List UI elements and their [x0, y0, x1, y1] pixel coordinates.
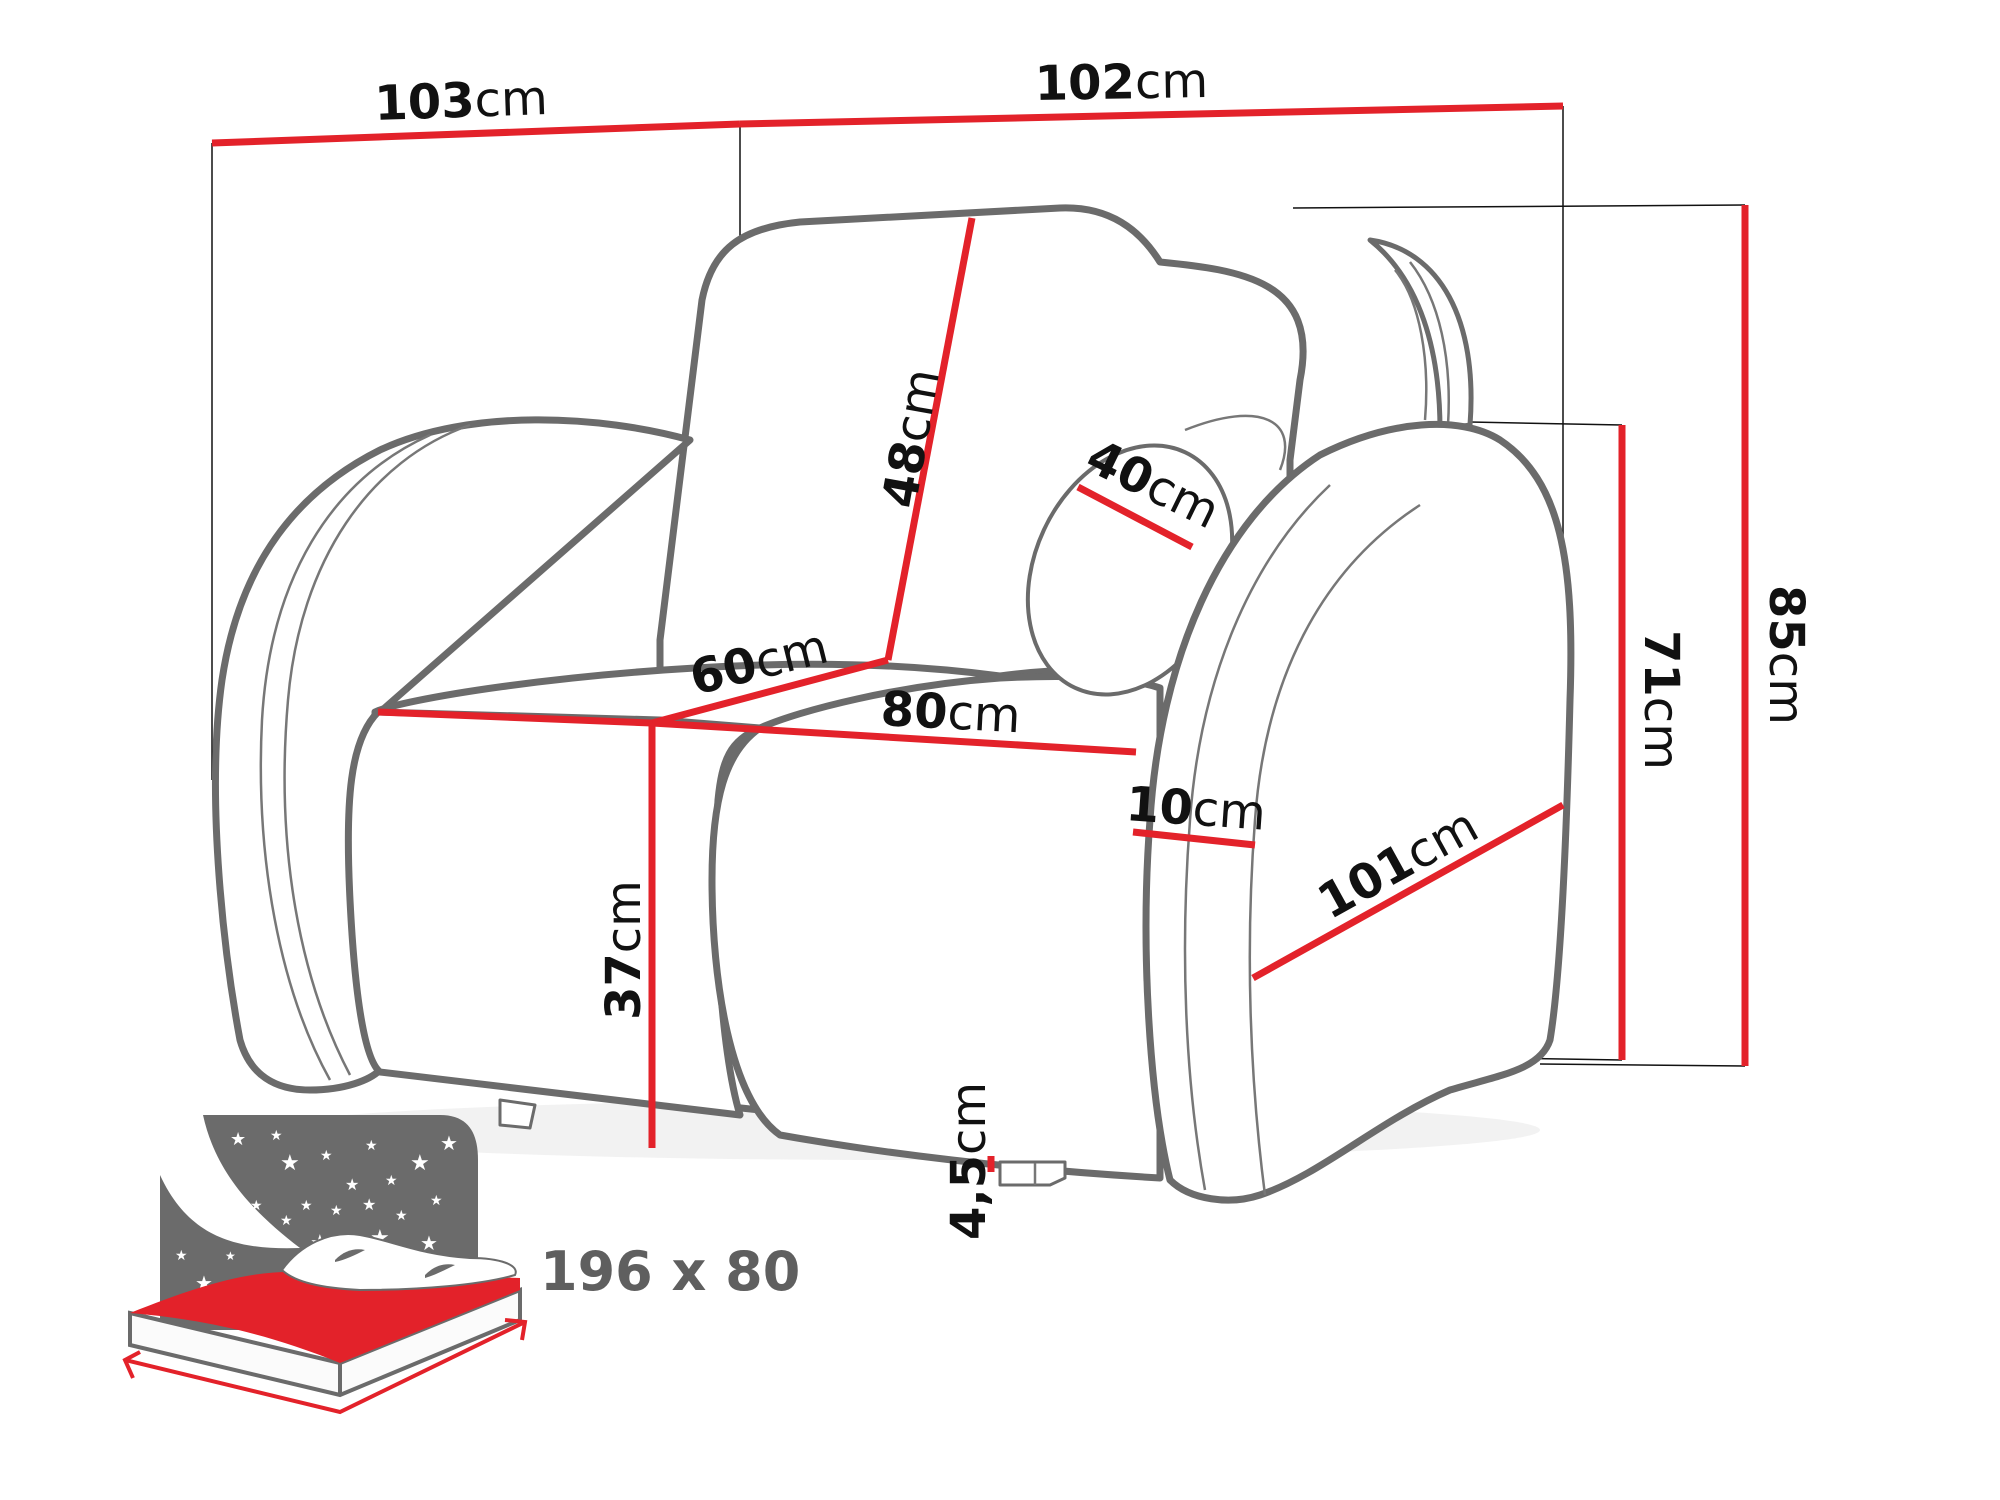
sleeping-area-label: 196 x 80	[540, 1240, 800, 1303]
svg-text:★: ★	[250, 1197, 263, 1213]
label-85: 85cm	[1758, 585, 1814, 725]
label-71: 71cm	[1633, 630, 1689, 770]
dim-line-80	[651, 719, 1137, 756]
dim-line-103	[211, 120, 741, 147]
svg-text:★: ★	[395, 1207, 408, 1223]
right-front-cushion	[708, 672, 1164, 1182]
leg-front	[998, 1160, 1067, 1187]
svg-text:★: ★	[420, 1233, 438, 1255]
bed-sheet	[130, 1271, 520, 1363]
star-icons: ★ ★ ★ ★ ★ ★ ★ ★ ★ ★ ★ ★ ★ ★ ★ ★ ★ ★ ★ ★ …	[175, 1127, 458, 1323]
svg-text:★: ★	[330, 1202, 343, 1218]
svg-text:★: ★	[270, 1127, 283, 1143]
svg-text:★: ★	[175, 1247, 188, 1263]
svg-text:★: ★	[440, 1133, 458, 1155]
svg-text:★: ★	[300, 1197, 313, 1213]
svg-text:★: ★	[280, 1212, 293, 1228]
armchair-drawing	[212, 204, 1575, 1204]
svg-text:★: ★	[280, 1150, 300, 1175]
svg-text:★: ★	[230, 1129, 246, 1149]
label-80: 80cm	[879, 681, 1022, 744]
leg-left	[498, 1098, 537, 1130]
dim-line-102	[739, 102, 1564, 128]
svg-text:★: ★	[430, 1192, 443, 1208]
label-103: 103cm	[373, 70, 548, 132]
dim-line-10	[1132, 828, 1256, 849]
dim-line-40	[1076, 483, 1194, 551]
left-front-cushion	[344, 708, 764, 1119]
svg-text:★: ★	[345, 1177, 359, 1194]
bed-icon: ★ ★ ★ ★ ★ ★ ★ ★ ★ ★ ★ ★ ★ ★ ★ ★ ★ ★ ★ ★ …	[122, 1115, 800, 1415]
label-37: 37cm	[596, 880, 652, 1020]
label-4-5: 4,5cm	[941, 1082, 997, 1240]
dimension-lines	[211, 102, 1749, 1172]
width-arrow-icon	[124, 1320, 526, 1415]
dim-line-48	[884, 217, 976, 661]
dim-line-seat-front	[377, 708, 653, 727]
svg-text:★: ★	[225, 1249, 236, 1263]
label-48: 48cm	[872, 365, 951, 513]
label-102: 102cm	[1034, 53, 1208, 112]
label-10: 10cm	[1124, 776, 1268, 842]
dim-line-101	[1251, 801, 1565, 982]
svg-text:★: ★	[362, 1197, 376, 1214]
svg-text:★: ★	[385, 1172, 398, 1188]
pillow-icon	[280, 1233, 517, 1292]
svg-text:★: ★	[365, 1137, 378, 1153]
svg-text:★: ★	[410, 1150, 430, 1175]
svg-text:★: ★	[320, 1147, 333, 1163]
right-armrest	[1142, 420, 1575, 1204]
dim-line-60	[651, 656, 889, 727]
